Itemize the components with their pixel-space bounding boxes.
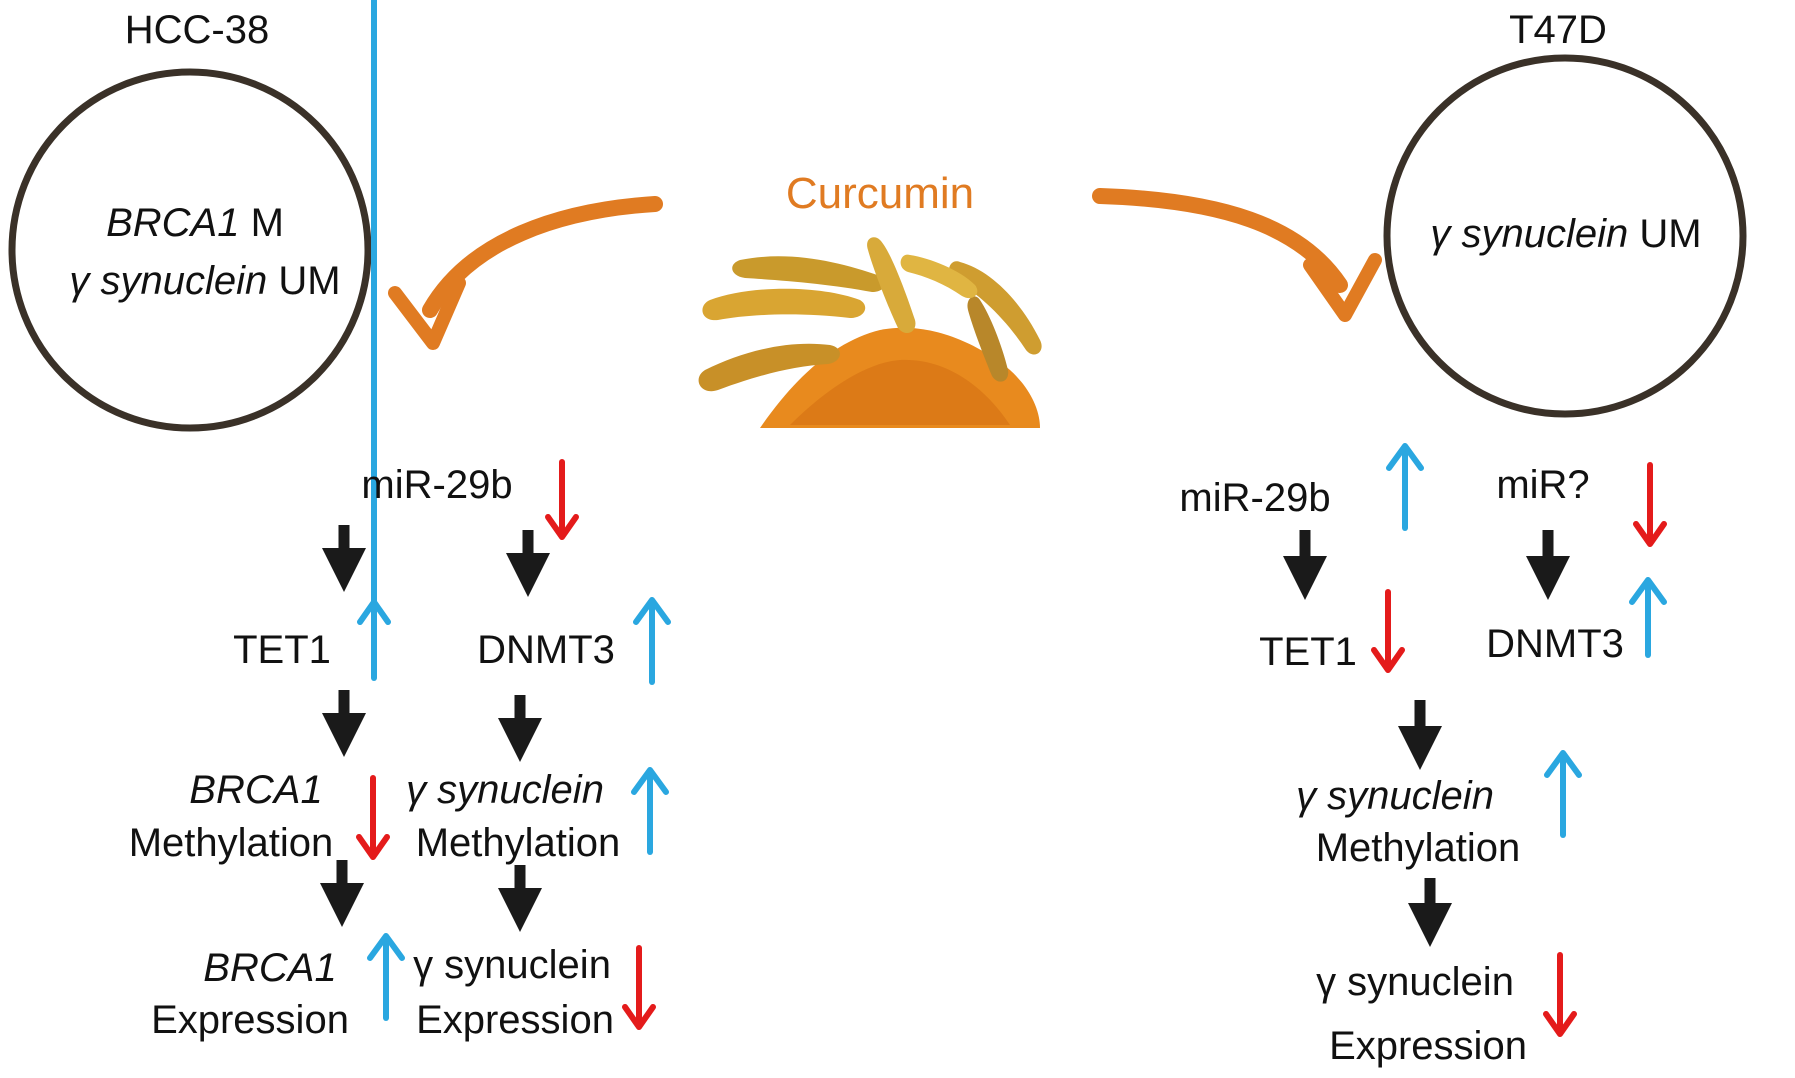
arrow-down-icon — [622, 945, 656, 1030]
turmeric-icon — [698, 237, 1042, 428]
left-synuclein-expression-label: Expression — [416, 998, 614, 1042]
arrow-up-icon — [631, 767, 669, 855]
arrow-down-icon — [545, 459, 579, 540]
right-synuclein-methylation-label: Methylation — [1315, 826, 1521, 870]
left-cell-circle — [8, 68, 372, 432]
arrow-down-icon — [1633, 462, 1667, 547]
arrow-up-icon — [633, 597, 671, 685]
arrow-up-icon — [1544, 750, 1582, 838]
arrow-down-icon — [1543, 952, 1577, 1037]
blue-up-arrows — [357, 0, 1667, 1021]
arrow-up-icon — [1386, 443, 1424, 531]
left-brca1-methylation-gene: BRCA1 — [189, 768, 323, 812]
status: M — [239, 201, 284, 245]
right-mir-unknown-label: miR? — [1496, 463, 1590, 507]
right-cell-line-label: T47D — [1509, 8, 1607, 52]
left-circle-line1: BRCA1 M — [106, 203, 284, 243]
left-dnmt3-label: DNMT3 — [477, 628, 615, 672]
left-brca1-expression-label: Expression — [151, 998, 349, 1042]
left-synuclein-expression-gene: γ synuclein — [413, 943, 611, 987]
left-cell-line-label: HCC-38 — [124, 8, 270, 52]
arrow-up-icon — [1629, 577, 1667, 658]
right-synuclein-expression-gene: γ synuclein — [1316, 960, 1514, 1004]
right-dnmt3-label: DNMT3 — [1486, 622, 1624, 666]
left-circle-line2: γ synuclein UM — [69, 261, 340, 301]
left-synuclein-methylation-label: Methylation — [415, 821, 621, 865]
right-circle-label: γ synuclein UM — [1430, 214, 1701, 254]
left-mir-label: miR-29b — [361, 463, 513, 507]
status: UM — [267, 259, 341, 303]
right-synuclein-methylation-gene: γ synuclein — [1296, 774, 1494, 818]
right-black-arrows — [1283, 530, 1570, 947]
gene-name: BRCA1 — [106, 201, 240, 245]
right-curved-arrow — [1092, 188, 1382, 322]
right-synuclein-expression-label: Expression — [1329, 1024, 1527, 1068]
right-cell-circle — [1383, 54, 1747, 418]
left-tet1-label: TET1 — [233, 628, 331, 672]
curcumin-label: Curcumin — [785, 169, 975, 218]
left-brca1-methylation-label: Methylation — [128, 821, 334, 865]
left-black-arrows — [320, 525, 550, 932]
arrow-up-icon — [367, 933, 405, 1021]
arrow-up-icon — [357, 0, 391, 625]
red-down-arrows — [356, 459, 1667, 1037]
status: UM — [1628, 212, 1702, 256]
arrow-down-icon — [1371, 589, 1405, 673]
gene-name: γ synuclein — [1430, 212, 1629, 256]
left-curved-arrow — [388, 196, 663, 350]
right-tet1-label: TET1 — [1259, 630, 1357, 674]
right-mir-label: miR-29b — [1179, 476, 1331, 520]
gene-name: γ synuclein — [69, 259, 268, 303]
left-synuclein-methylation-gene: γ synuclein — [406, 768, 604, 812]
arrow-down-icon — [356, 775, 390, 860]
left-brca1-expression-gene: BRCA1 — [203, 946, 337, 990]
